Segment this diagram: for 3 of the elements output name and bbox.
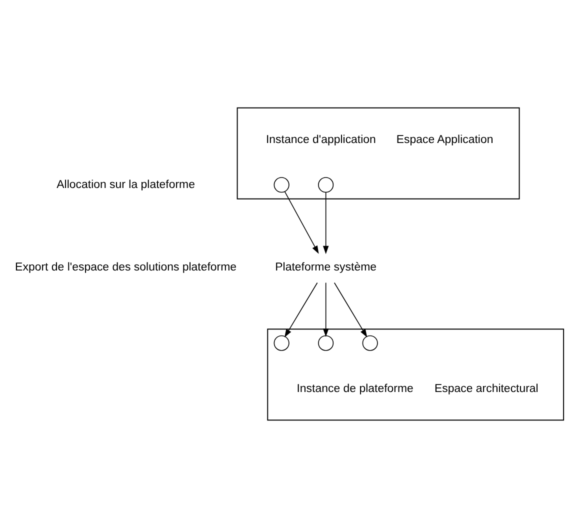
label: Allocation sur la plateforme: [56, 178, 195, 191]
label: Export de l'espace des solutions plateforme: [15, 262, 237, 274]
node-text: Plateforme système: [275, 262, 377, 274]
